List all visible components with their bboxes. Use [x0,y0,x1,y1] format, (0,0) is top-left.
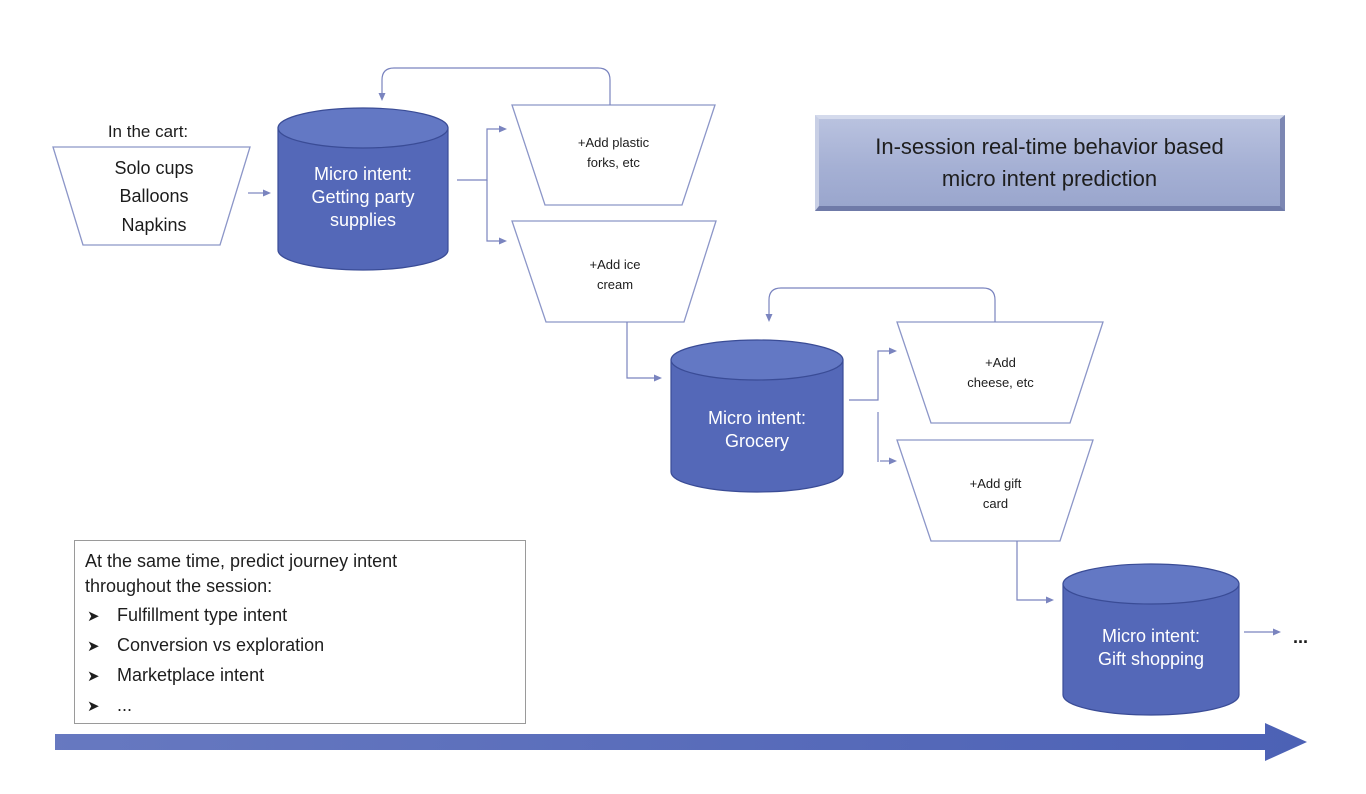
intent-label-party-supplies: Micro intent: Getting party supplies [278,163,448,232]
action-funnel-forks [511,104,716,206]
arrowhead-bullet-icon: ➤ [87,608,100,625]
intent-line: Grocery [724,431,789,451]
cylinder-party-supplies [277,107,449,271]
cylinder-gift-shopping [1062,563,1240,716]
journey-intent-box: At the same time, predict journey intent… [74,540,526,724]
arrowhead-bullet-icon: ➤ [87,668,100,685]
title-line: In-session real-time behavior based [875,133,1224,159]
cylinder-grocery [670,339,844,493]
intent-line: supplies [329,210,397,230]
timeline-arrow [55,723,1307,761]
journey-item-text: Marketplace intent [117,665,265,685]
intent-line: Micro intent: [313,164,413,184]
journey-list-item: ➤ Fulfillment type intent [85,601,515,631]
journey-list-item: ➤ Marketplace intent [85,661,515,691]
action-funnel-gift-card [896,439,1094,542]
action-line: +Add [985,355,1016,370]
action-line: card [982,496,1009,511]
arrowhead-bullet-icon: ➤ [87,638,100,655]
journey-item-text: Fulfillment type intent [117,605,288,625]
intent-line: Micro intent: [1101,626,1201,646]
action-line: +Add gift [969,476,1022,491]
intent-label-gift-shopping: Micro intent: Gift shopping [1063,625,1239,671]
arrowhead-bullet-icon: ➤ [87,698,100,715]
action-line: +Add plastic [577,135,650,150]
journey-list: ➤ Fulfillment type intent ➤ Conversion vs … [85,601,515,721]
action-label-ice-cream: +Add ice cream [546,255,684,295]
intent-line: Gift shopping [1097,649,1205,669]
intent-line: Getting party [311,187,415,207]
journey-item-text: Conversion vs exploration [117,635,325,655]
action-line: cream [596,277,634,292]
cart-item: Solo cups [114,158,194,178]
cart-title: In the cart: [107,122,189,141]
action-line: forks, etc [587,155,640,170]
cart-funnel [52,146,251,246]
action-label-gift-card: +Add gift card [931,474,1060,514]
action-label-forks: +Add plastic forks, etc [545,133,682,173]
connector-lines [248,67,1274,633]
journey-heading-line: throughout the session: [85,576,273,596]
journey-list-item: ➤... [85,691,515,721]
action-label-cheese: +Add cheese, etc [931,353,1070,393]
action-line: +Add ice [589,257,641,272]
title-box: In-session real-time behavior based micr… [815,115,1285,211]
action-funnel-ice-cream [511,220,717,323]
journey-list-item: ➤ Conversion vs exploration [85,631,515,661]
title-line: micro intent prediction [941,165,1158,191]
continuation-ellipsis: ... [1293,627,1309,647]
journey-heading-line: At the same time, predict journey intent [85,551,398,571]
arrowheads [263,93,1281,636]
action-line: cheese, etc [967,375,1034,390]
cart-item: Balloons [119,186,189,206]
journey-item-text: ... [117,695,133,715]
intent-line: Micro intent: [707,408,807,428]
cart-item: Napkins [121,215,187,235]
intent-label-grocery: Micro intent: Grocery [671,407,843,453]
action-funnel-cheese [896,321,1104,424]
